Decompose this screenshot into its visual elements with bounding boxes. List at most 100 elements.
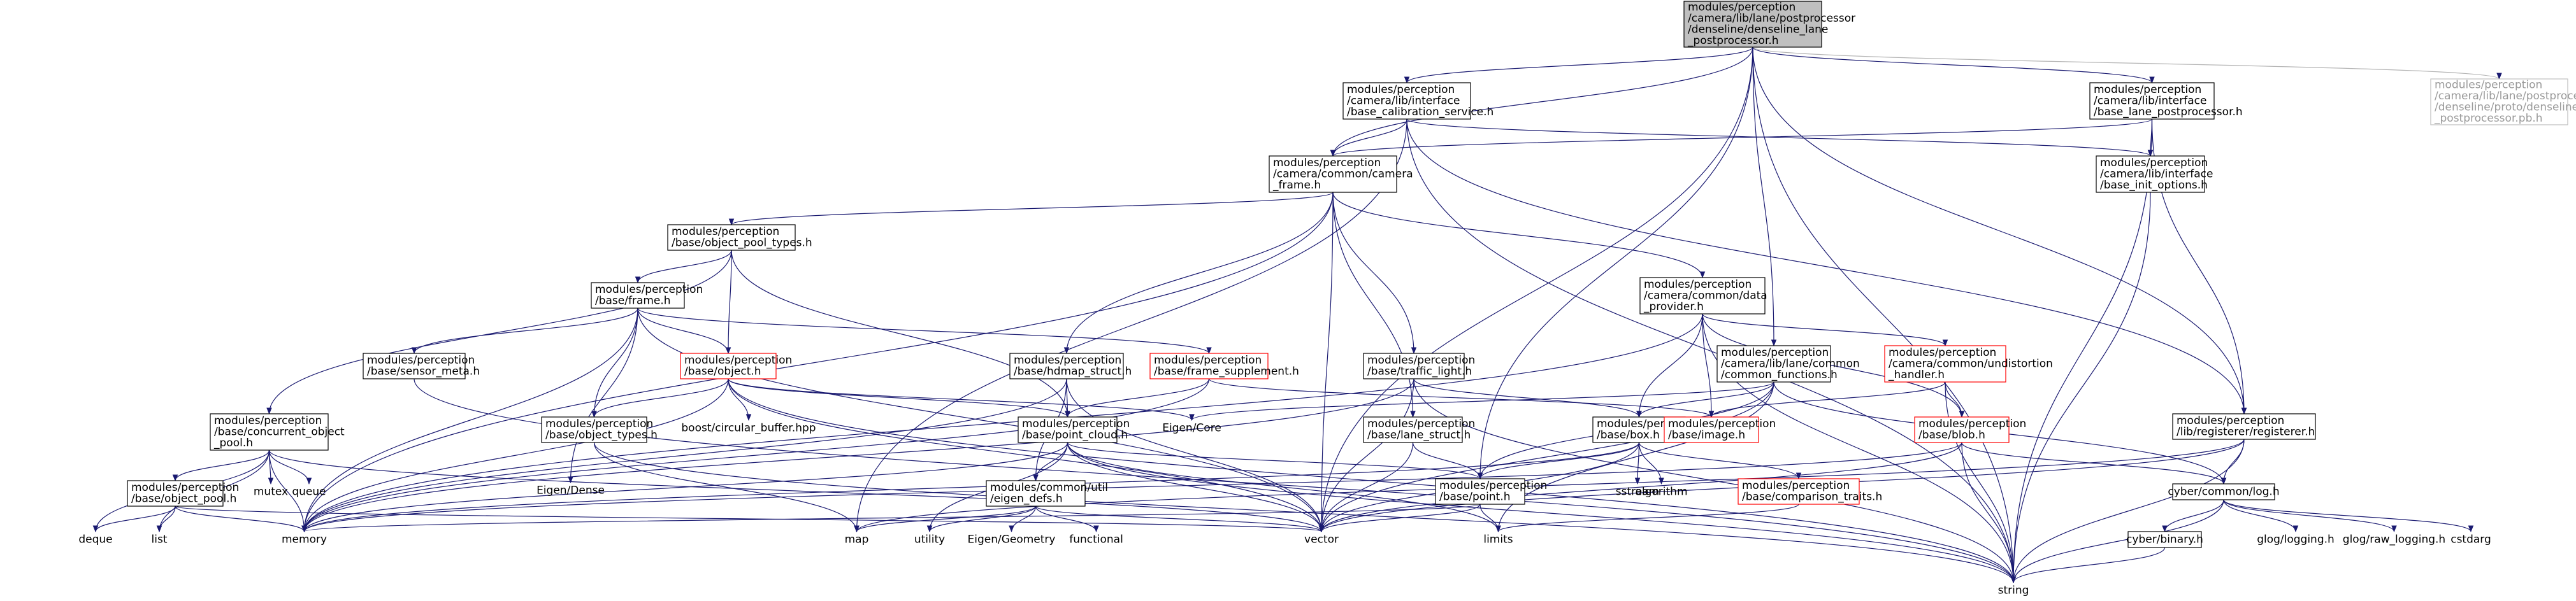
node-list: list [152, 533, 168, 546]
node-box [1269, 155, 1397, 193]
node-common-functions[interactable]: modules/perception/camera/lib/lane/commo… [1716, 345, 1860, 383]
node-deque: deque [78, 533, 112, 546]
edge-frame_supplement-to-base_image [1208, 378, 1715, 418]
node-label-line: /base/frame_supplement.h [1154, 365, 1299, 378]
node-data-provider[interactable]: modules/perception/camera/common/data_pr… [1639, 277, 1767, 315]
node-root[interactable]: modules/perception/camera/lib/lane/postp… [1683, 1, 1855, 48]
edge-common_functions-to-box_h [1636, 381, 1774, 418]
edge-object_types-to-map [593, 442, 860, 533]
edge-cyber_log-to-glog_raw [2223, 499, 2397, 533]
node-object-types[interactable]: modules/perception/base/object_types.h [541, 416, 658, 443]
node-label-line: /base/box.h [1597, 429, 1660, 442]
node-box [2127, 531, 2202, 548]
edge-concurrent_pool-to-memory [268, 449, 307, 533]
node-box [667, 224, 796, 251]
node-box [1018, 416, 1118, 443]
node-concurrent-pool[interactable]: modules/perception/base/concurrent_objec… [210, 413, 345, 451]
node-base-init-options[interactable]: modules/perception/camera/lib/interface/… [2096, 155, 2213, 193]
node-label-line: /denseline/denseline_lane [1688, 24, 1828, 36]
edge-eigen_defs-to-eigen_geometry [1009, 506, 1037, 533]
node-eigen-defs[interactable]: modules/common/util/eigen_defs.h [986, 480, 1108, 507]
edge-undistortion-to-blob_h [1945, 381, 1965, 418]
node-binary-h[interactable]: cyber/binary.h [2126, 531, 2203, 548]
node-label-line: /camera/lib/lane/postprocessor [2435, 90, 2576, 103]
node-label-line: /camera/lib/interface [1347, 94, 1460, 107]
node-base-frame[interactable]: modules/perception/base/frame.h [591, 282, 703, 309]
edge-box_h-to-algorithm [1638, 442, 1664, 485]
node-object-pool-types[interactable]: modules/perception/base/object_pool_type… [667, 224, 812, 251]
edge-concurrent_pool-to-vector [268, 449, 1325, 533]
edge-box_h-to-sstream [1634, 442, 1641, 485]
node-box [2430, 78, 2568, 125]
edge-root-to-vector [1318, 46, 1753, 533]
node-object-pool[interactable]: modules/perception/base/object_pool.h [127, 480, 239, 507]
node-base-image[interactable]: modules/perception/base/image.h [1664, 416, 1776, 443]
node-vector: vector [1304, 533, 1339, 546]
edge-base_frame-to-frame_supplement [637, 308, 1212, 355]
node-pb-h: modules/perception/camera/lib/lane/postp… [2430, 78, 2576, 125]
edge-hdmap_struct-to-memory [301, 378, 1067, 533]
edge-base_calib-to-registerer [1406, 118, 2247, 415]
dependency-edges [92, 46, 2502, 584]
edge-traffic_light-to-vector [1318, 378, 1414, 533]
edge-cyber_log-to-glog_logging [2223, 499, 2299, 533]
node-label-line: _provider.h [1643, 300, 1704, 313]
edge-traffic_light-to-memory [301, 378, 1414, 533]
node-label-line: /base/object_types.h [545, 429, 658, 442]
edge-object_pool-to-memory [175, 506, 307, 533]
node-label-line: functional [1069, 533, 1123, 546]
node-blob-h[interactable]: modules/perception/base/blob.h [1914, 416, 2026, 443]
node-label-line: _postprocessor.h [1687, 34, 1779, 47]
node-box [680, 353, 777, 379]
node-label-line: utility [914, 533, 945, 546]
node-label-line: modules/perception [2435, 79, 2542, 92]
edge-data_provider-to-blob_h [1702, 313, 1965, 418]
node-base-calib[interactable]: modules/perception/camera/lib/interface/… [1342, 82, 1493, 120]
edge-registerer-to-map [854, 439, 2245, 533]
node-label-line: sstream [1616, 485, 1659, 498]
node-label-line: /camera/lib/lane/postprocessor [1688, 12, 1855, 25]
node-undistortion[interactable]: modules/perception/camera/common/undisto… [1884, 345, 2053, 383]
node-label-line: /denseline/proto/denseline [2435, 101, 2576, 114]
node-box [1342, 82, 1471, 120]
node-object-h[interactable]: modules/perception/base/object.h [680, 353, 792, 379]
node-traffic-light[interactable]: modules/perception/base/traffic_light.h [1363, 353, 1475, 379]
node-registerer[interactable]: modules/perception/lib/registerer/regist… [2172, 413, 2316, 440]
node-hdmap-struct[interactable]: modules/perception/base/hdmap_struct.h [1009, 353, 1132, 379]
edge-base_frame-to-eigen_dense [568, 308, 638, 484]
node-label-line: vector [1304, 533, 1339, 546]
node-label-line: /camera/lib/lane/common [1721, 357, 1860, 370]
node-cyber-log[interactable]: cyber/common/log.h [2168, 483, 2280, 500]
edge-camera_frame-to-hdmap_struct [1063, 192, 1334, 355]
node-base-lane-pp[interactable]: modules/perception/camera/lib/interface/… [2089, 82, 2243, 120]
node-point-cloud[interactable]: modules/perception/base/point_cloud.h [1018, 416, 1130, 443]
edge-data_provider-to-base_image [1702, 313, 1715, 418]
node-lane-struct[interactable]: modules/perception/base/lane_struct.h [1363, 416, 1475, 443]
node-box [2089, 82, 2215, 120]
edge-point_cloud-to-string [1067, 442, 2017, 584]
node-label-line: /base/object_pool_types.h [672, 237, 812, 250]
node-label-line: string [1998, 584, 2029, 597]
node-point-h[interactable]: modules/perception/base/point.h [1435, 478, 1547, 505]
edge-binary_h-to-string [2010, 547, 2166, 584]
node-sensor-meta[interactable]: modules/perception/base/sensor_meta.h [363, 353, 480, 379]
edge-frame_supplement-to-point_cloud [1065, 378, 1210, 418]
node-comparison-traits[interactable]: modules/perception/base/comparison_trait… [1738, 478, 1882, 505]
node-camera-frame[interactable]: modules/perception/camera/common/camera_… [1269, 155, 1413, 193]
edge-eigen_defs-to-utility [926, 506, 1037, 533]
node-label-line: modules/perception [1014, 354, 1121, 367]
edge-root-to-pb_h [1752, 46, 2502, 80]
node-box [1149, 353, 1269, 379]
node-label-line: limits [1483, 533, 1513, 546]
edge-root-to-point_h [1477, 46, 1753, 480]
edge-base_frame-to-vector [637, 308, 1325, 533]
node-box [541, 416, 647, 443]
node-memory: memory [282, 533, 327, 546]
node-label-line: modules/perception [2177, 414, 2284, 427]
node-label-line: algorithm [1635, 485, 1687, 498]
edge-point_cloud-to-point_h [1067, 442, 1483, 480]
node-sstream: sstream [1616, 485, 1659, 498]
edge-root-to-common_functions [1752, 46, 1777, 347]
node-frame-supplement[interactable]: modules/perception/base/frame_supplement… [1149, 353, 1299, 379]
edge-data_provider-to-box_h [1636, 313, 1703, 418]
